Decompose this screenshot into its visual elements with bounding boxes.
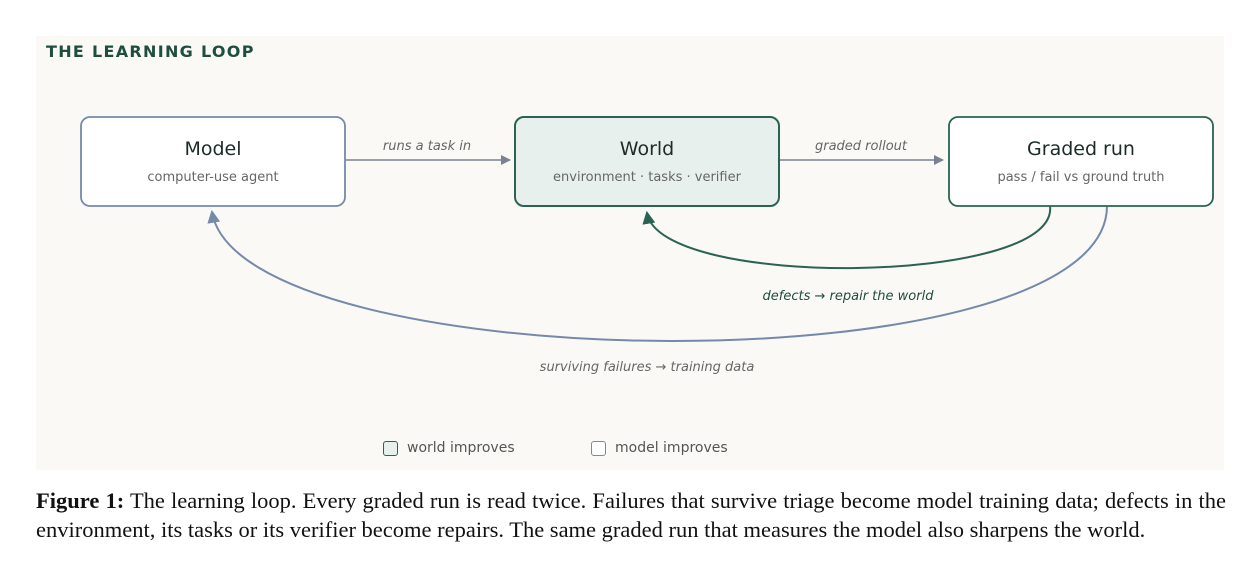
edge-label-training: surviving failures → training data bbox=[540, 360, 755, 375]
figure-caption: Figure 1: The learning loop. Every grade… bbox=[36, 486, 1226, 544]
legend-world: world improves bbox=[383, 440, 515, 456]
node-graded-run-box bbox=[948, 116, 1214, 207]
edge-label-world-to-graded: graded rollout bbox=[815, 139, 908, 154]
node-world-title: World bbox=[620, 138, 674, 160]
figure-panel bbox=[36, 36, 1224, 470]
edge-graded-to-model-training bbox=[207, 205, 1108, 342]
legend-world-label: world improves bbox=[407, 440, 515, 456]
node-world: World environment · tasks · verifier bbox=[514, 116, 780, 207]
edge-label-repair: defects → repair the world bbox=[763, 289, 935, 304]
legend-model: model improves bbox=[591, 440, 728, 456]
figure-heading: THE LEARNING LOOP bbox=[46, 42, 255, 61]
legend-world-swatch bbox=[383, 440, 398, 456]
node-model-box bbox=[80, 116, 346, 207]
legend-model-label: model improves bbox=[615, 440, 728, 456]
node-graded-run: Graded run pass / fail vs ground truth bbox=[948, 116, 1214, 207]
edge-label-model-to-world: runs a task in bbox=[383, 139, 471, 154]
node-world-box bbox=[514, 116, 780, 207]
caption-label: Figure 1: bbox=[36, 488, 125, 513]
node-model-title: Model bbox=[184, 138, 241, 160]
legend-model-swatch bbox=[591, 440, 606, 456]
caption-text: The learning loop. Every graded run is r… bbox=[36, 488, 1227, 542]
node-model-subtitle: computer-use agent bbox=[147, 170, 278, 185]
node-graded-run-title: Graded run bbox=[1027, 138, 1135, 160]
node-graded-run-subtitle: pass / fail vs ground truth bbox=[997, 170, 1164, 185]
edge-graded-to-world-repair bbox=[642, 205, 1052, 269]
node-model: Model computer-use agent bbox=[80, 116, 346, 207]
node-world-subtitle: environment · tasks · verifier bbox=[553, 170, 742, 185]
